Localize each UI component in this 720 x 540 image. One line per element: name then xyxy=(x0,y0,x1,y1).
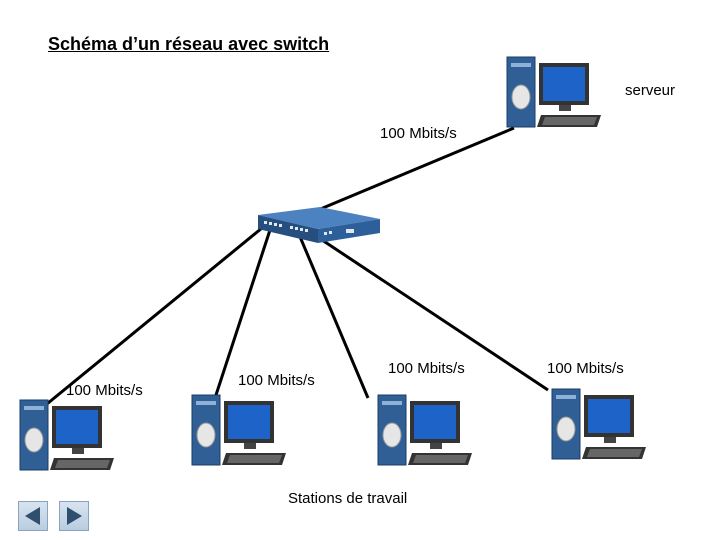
arrow-right-icon xyxy=(67,507,82,525)
workstations-label: Stations de travail xyxy=(288,490,408,507)
arrow-left-icon xyxy=(25,507,40,525)
workstation-1 xyxy=(18,398,118,481)
server-speed-label: 100 Mbits/s xyxy=(380,125,457,142)
link-switch-ws1 xyxy=(41,226,263,410)
switch-icon xyxy=(258,207,380,243)
computer-icon xyxy=(506,56,601,128)
ws2-speed-label: 100 Mbits/s xyxy=(238,372,315,389)
previous-slide-button[interactable] xyxy=(18,501,48,531)
ws3-speed-label: 100 Mbits/s xyxy=(388,360,465,377)
computer-icon xyxy=(551,388,646,460)
link-switch-ws4 xyxy=(309,230,549,392)
computer-icon xyxy=(377,394,472,466)
workstation-4 xyxy=(550,387,650,470)
computer-icon xyxy=(19,399,114,471)
computer-icon xyxy=(191,394,286,466)
link-switch-server xyxy=(317,126,515,212)
link-switch-ws3 xyxy=(296,231,370,399)
network-switch xyxy=(250,205,385,255)
next-slide-button[interactable] xyxy=(59,501,89,531)
server-computer xyxy=(505,55,605,138)
server-label: serveur xyxy=(625,82,676,99)
ws4-speed-label: 100 Mbits/s xyxy=(547,360,624,377)
link-switch-ws2 xyxy=(213,229,272,399)
workstation-2 xyxy=(190,393,290,476)
ws1-speed-label: 100 Mbits/s xyxy=(66,382,143,399)
workstation-3 xyxy=(376,393,476,476)
diagram-title: Schéma d’un réseau avec switch xyxy=(48,34,330,54)
